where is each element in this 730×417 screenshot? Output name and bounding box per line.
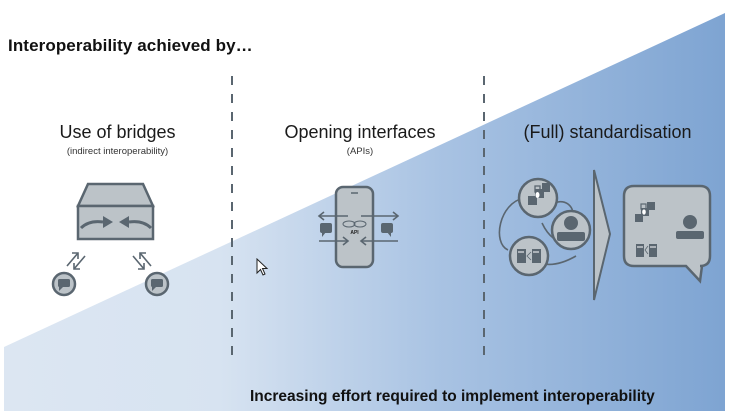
endpoint-right xyxy=(144,271,170,297)
chat-icon-left xyxy=(320,223,332,237)
mouse-cursor-icon xyxy=(256,258,269,276)
server-node xyxy=(508,235,550,277)
endpoint-left xyxy=(51,271,77,297)
column-subtitle-apis: (APIs) xyxy=(346,146,374,157)
api-arrows xyxy=(317,211,400,246)
unified-bubble xyxy=(622,184,712,284)
security-node xyxy=(517,177,559,219)
column-title-bridges: Use of bridges xyxy=(59,122,176,142)
diagram-title: Interoperability achieved by… xyxy=(8,36,253,55)
exchange-arrows-right xyxy=(132,252,152,270)
column-subtitle-bridges: (indirect interoperability) xyxy=(66,146,169,157)
user-node xyxy=(550,209,592,251)
bridge-arrow-right xyxy=(79,220,104,230)
exchange-arrows-left xyxy=(66,252,86,270)
api-label: API xyxy=(350,230,359,236)
bridge-icon xyxy=(51,182,170,297)
standardisation-icon xyxy=(498,169,712,301)
phone-body xyxy=(334,185,375,269)
bridge-box-top xyxy=(76,182,155,208)
effort-caption: Increasing effort required to implement … xyxy=(250,388,655,405)
column-title-apis: Opening interfaces xyxy=(284,122,436,142)
transition-arrow xyxy=(593,169,612,301)
column-title-standardisation: (Full) standardisation xyxy=(523,122,692,142)
bridge-arrow-left xyxy=(128,220,153,230)
api-phone-icon: API xyxy=(317,185,400,269)
chat-icon-right xyxy=(381,223,393,237)
